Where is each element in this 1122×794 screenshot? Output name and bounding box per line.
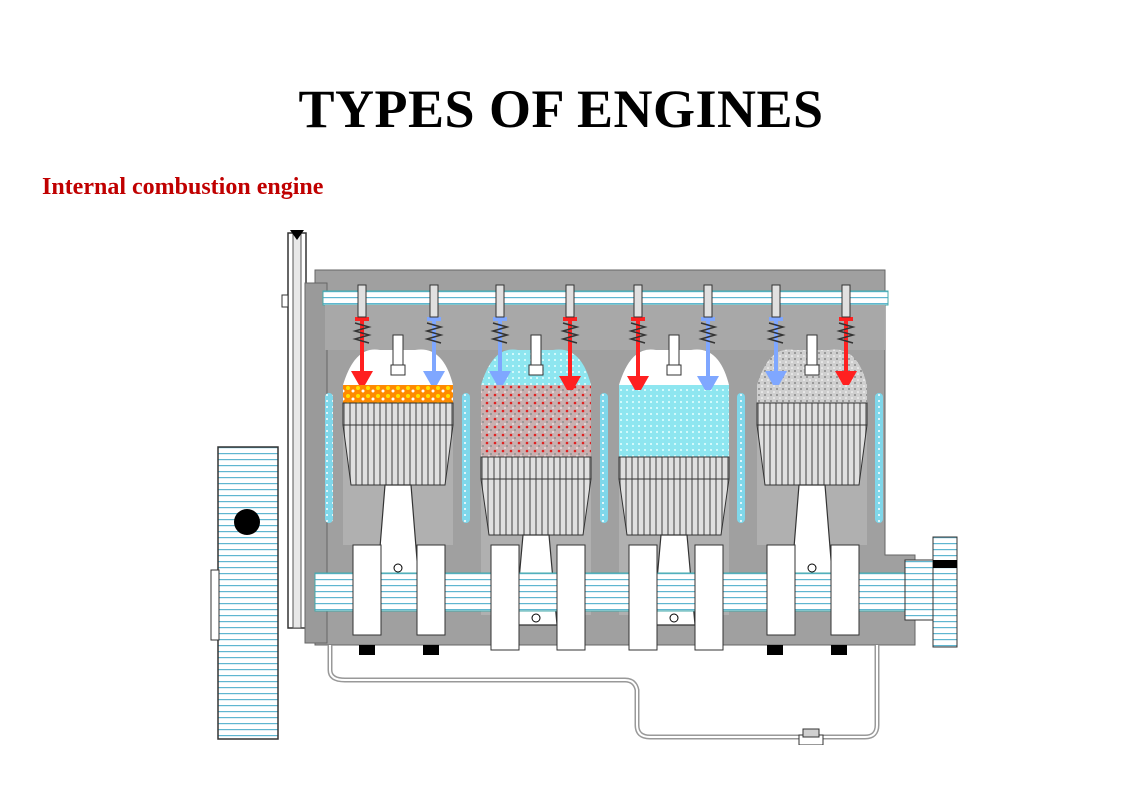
piston-icon: [480, 478, 592, 536]
piston-icon: [756, 424, 868, 486]
exhaust-valve-icon: [697, 317, 719, 390]
page-title: TYPES OF ENGINES: [298, 79, 824, 139]
exhaust-valve-icon: [765, 317, 787, 385]
camshaft-icon: [322, 290, 889, 306]
crankshaft-icon: [314, 544, 916, 655]
intake-valve-icon: [559, 317, 581, 390]
intake-valve-icon: [351, 317, 373, 385]
intake-valve-icon: [627, 317, 649, 390]
pulley-icon: [281, 230, 307, 629]
cylinder-4: [756, 385, 868, 486]
piston-icon: [342, 424, 454, 486]
lifters: [357, 284, 851, 318]
coolant-passages: [325, 393, 883, 523]
engine-diagram: [210, 230, 958, 745]
valves: [351, 317, 857, 390]
cylinder-2: [480, 385, 592, 536]
cylinder-1: [342, 385, 454, 486]
intake-valve-icon: [835, 317, 857, 385]
oil-pan-icon: [327, 645, 880, 740]
valve-spring-icon: [352, 322, 856, 344]
flywheel-icon: [210, 446, 279, 740]
spark-plug-icon: [390, 334, 820, 376]
exhaust-valve-icon: [489, 317, 511, 385]
drain-plug-icon: [798, 728, 824, 745]
piston-icon: [618, 478, 730, 536]
cylinder-3: [618, 385, 730, 536]
crank-pulley-icon: [904, 536, 958, 648]
engine-type-label: Internal combustion engine: [42, 174, 324, 200]
exhaust-valve-icon: [423, 317, 445, 385]
